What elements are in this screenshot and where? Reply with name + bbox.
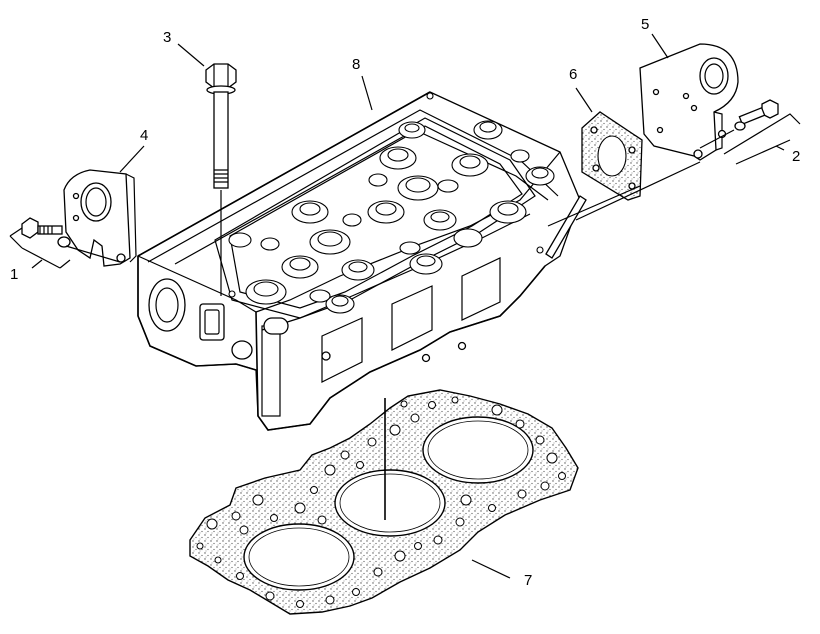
callout-4: 4 — [140, 127, 148, 144]
tube — [545, 161, 701, 259]
callout-5: 5 — [641, 16, 649, 33]
callout-3: 3 — [163, 29, 171, 46]
callout-2: 2 — [792, 148, 800, 165]
head-gasket — [189, 389, 579, 615]
callout-labels: 1 2 3 4 5 6 7 8 — [10, 16, 800, 589]
callout-leaders — [31, 33, 785, 579]
head-bolt — [205, 63, 237, 296]
right-lifting-bracket — [639, 43, 739, 161]
left-bolt — [9, 217, 121, 269]
right-bolt — [699, 99, 801, 165]
callout-8: 8 — [352, 56, 360, 73]
callout-6: 6 — [569, 66, 577, 83]
callout-1: 1 — [10, 266, 18, 283]
callout-7: 7 — [524, 572, 532, 589]
small-gasket — [581, 111, 643, 201]
cylinder-head — [137, 91, 581, 431]
left-lifting-bracket — [63, 169, 137, 267]
